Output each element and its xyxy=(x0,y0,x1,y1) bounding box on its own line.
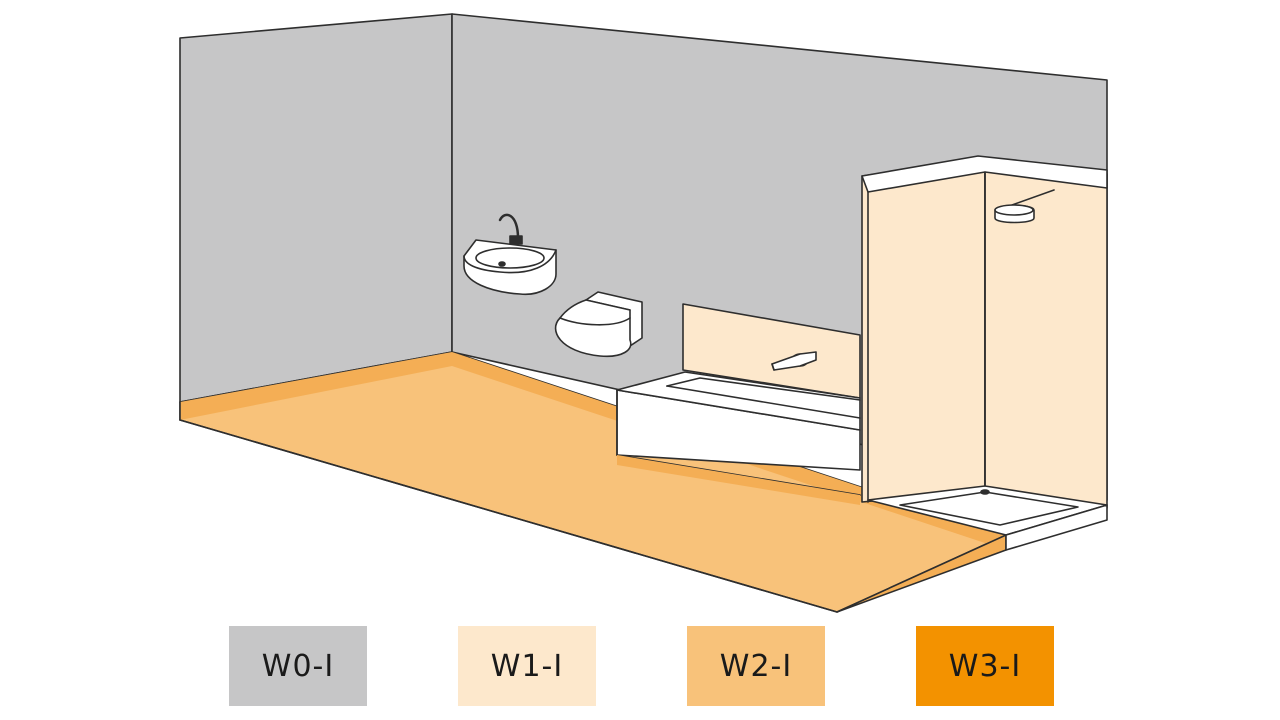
bathroom-illustration xyxy=(179,13,1108,613)
legend-w2-i: W2-I xyxy=(687,626,825,706)
legend-label: W1-I xyxy=(490,648,564,684)
legend-label: W3-I xyxy=(948,648,1022,684)
legend-w3-i: W3-I xyxy=(916,626,1054,706)
wall-hung-toilet-icon xyxy=(554,291,643,358)
washbasin-icon xyxy=(463,213,557,296)
shower-head-icon xyxy=(994,189,1055,224)
shower-tray-base xyxy=(1005,504,1108,551)
floor-edge-left xyxy=(180,352,452,420)
bathtub-plinth xyxy=(617,455,860,505)
left-wall xyxy=(179,13,453,403)
legend-w0-i: W0-I xyxy=(229,626,367,706)
legend-label: W0-I xyxy=(261,648,335,684)
tap-icon xyxy=(771,351,817,371)
shower-side-wall xyxy=(861,157,986,503)
legend-w1-i: W1-I xyxy=(458,626,596,706)
shower-tray-inner xyxy=(899,491,1079,526)
bathtub-top xyxy=(616,371,861,431)
legend-label: W2-I xyxy=(719,648,793,684)
